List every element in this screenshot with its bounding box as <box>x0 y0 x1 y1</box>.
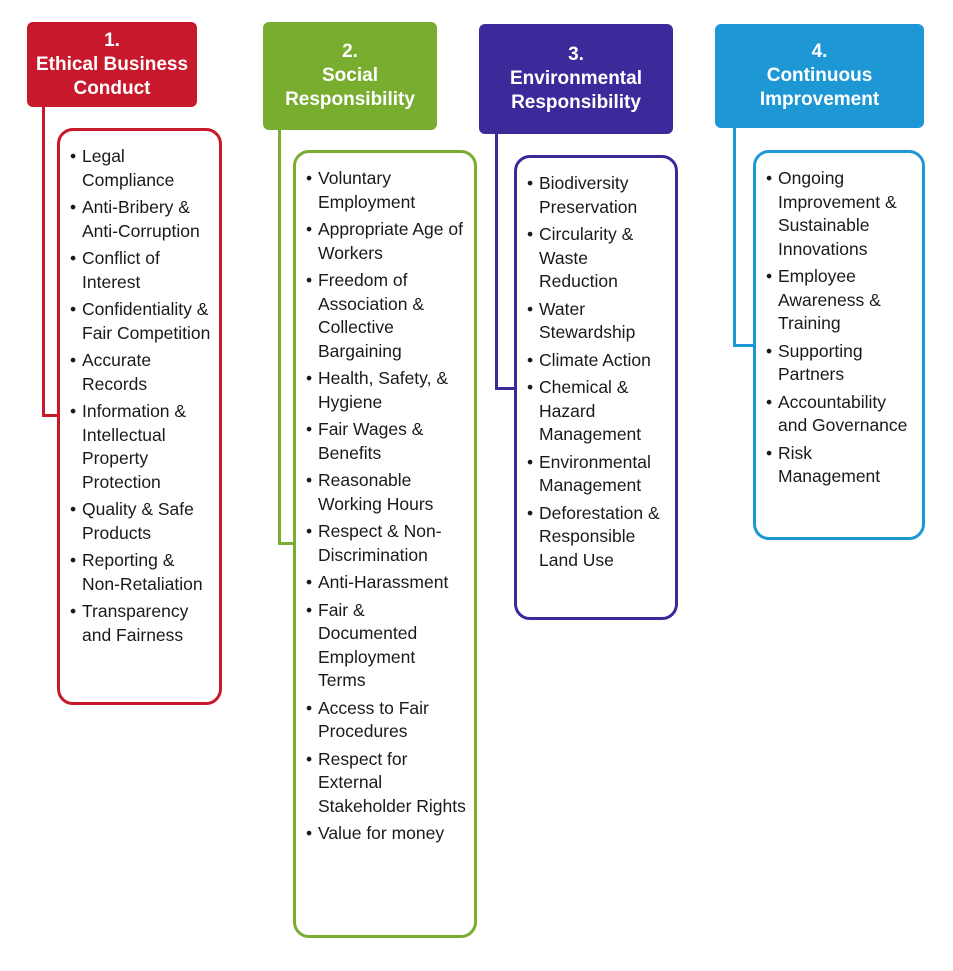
list-item: Accountability and Governance <box>766 391 914 438</box>
list-item: Climate Action <box>527 349 667 373</box>
list-item: Voluntary Employment <box>306 167 466 214</box>
list-item: Accurate Records <box>70 349 211 396</box>
pillar-header-environmental-responsibility: 3. Environmental Responsibility <box>479 24 673 134</box>
connector-line <box>278 130 281 543</box>
list-item: Access to Fair Procedures <box>306 697 466 744</box>
pillar-number: 1. <box>104 29 120 51</box>
pillar-items-box: Voluntary EmploymentAppropriate Age of W… <box>293 150 477 938</box>
list-item: Respect & Non-Discrimination <box>306 520 466 567</box>
pillar-items-list: Ongoing Improvement & Sustainable Innova… <box>766 167 914 489</box>
list-item: Employee Awareness & Training <box>766 265 914 336</box>
list-item: Chemical & Hazard Management <box>527 376 667 447</box>
pillar-header-ethical-business-conduct: 1.Ethical Business Conduct <box>27 22 197 107</box>
pillar-number: 2. <box>342 41 358 62</box>
pillar-number: 4. <box>811 41 828 62</box>
list-item: Legal Compliance <box>70 145 211 192</box>
pillar-number: 3. <box>568 44 584 65</box>
list-item: Anti-Harassment <box>306 571 466 595</box>
connector-line <box>495 134 498 388</box>
list-item: Value for money <box>306 822 466 846</box>
list-item: Water Stewardship <box>527 298 667 345</box>
list-item: Supporting Partners <box>766 340 914 387</box>
pillar-items-box: Biodiversity PreservationCircularity & W… <box>514 155 678 620</box>
list-item: Confidentiality & Fair Competition <box>70 298 211 345</box>
pillar-title: Ethical Business Conduct <box>35 53 189 99</box>
pillar-items-list: Voluntary EmploymentAppropriate Age of W… <box>306 167 466 846</box>
connector-line <box>495 387 514 390</box>
list-item: Information & Intellectual Property Prot… <box>70 400 211 494</box>
list-item: Ongoing Improvement & Sustainable Innova… <box>766 167 914 261</box>
connector-line <box>733 344 753 347</box>
list-item: Appropriate Age of Workers <box>306 218 466 265</box>
connector-line <box>278 542 293 545</box>
pillar-items-list: Biodiversity PreservationCircularity & W… <box>527 172 667 573</box>
pillar-items-box: Ongoing Improvement & Sustainable Innova… <box>753 150 925 540</box>
list-item: Transparency and Fairness <box>70 600 211 647</box>
pillar-header-continuous-improvement: 4. Continuous Improvement <box>715 24 924 128</box>
list-item: Fair Wages & Benefits <box>306 418 466 465</box>
connector-line <box>733 128 736 345</box>
list-item: Circularity & Waste Reduction <box>527 223 667 294</box>
list-item: Deforestation & Responsible Land Use <box>527 502 667 573</box>
list-item: Biodiversity Preservation <box>527 172 667 219</box>
connector-line <box>42 414 57 417</box>
list-item: Fair & Documented Employment Terms <box>306 599 466 693</box>
list-item: Health, Safety, & Hygiene <box>306 367 466 414</box>
list-item: Respect for External Stakeholder Rights <box>306 748 466 819</box>
connector-line <box>42 107 45 415</box>
pillar-title: Continuous Improvement <box>759 65 880 110</box>
pillar-items-box: Legal ComplianceAnti-Bribery & Anti-Corr… <box>57 128 222 705</box>
pillar-title: Social Responsibility <box>285 65 415 110</box>
pillar-title: Environmental Responsibility <box>510 68 642 113</box>
list-item: Reporting & Non-Retaliation <box>70 549 211 596</box>
pillar-items-list: Legal ComplianceAnti-Bribery & Anti-Corr… <box>70 145 211 647</box>
list-item: Environmental Management <box>527 451 667 498</box>
pillar-header-social-responsibility: 2. Social Responsibility <box>263 22 437 130</box>
list-item: Conflict of Interest <box>70 247 211 294</box>
list-item: Reasonable Working Hours <box>306 469 466 516</box>
list-item: Anti-Bribery & Anti-Corruption <box>70 196 211 243</box>
list-item: Quality & Safe Products <box>70 498 211 545</box>
list-item: Freedom of Association & Collective Barg… <box>306 269 466 363</box>
list-item: Risk Management <box>766 442 914 489</box>
